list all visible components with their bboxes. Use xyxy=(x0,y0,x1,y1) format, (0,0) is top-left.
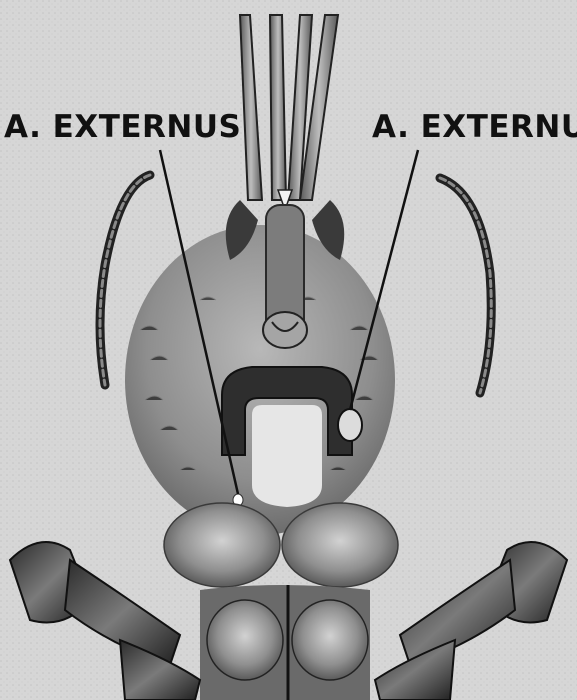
right-spiracle xyxy=(338,409,362,441)
right-lobe xyxy=(282,503,398,587)
left-label: A. EXTERNUS xyxy=(4,112,241,143)
left-lobe xyxy=(164,503,280,587)
right-label: A. EXTERNUS xyxy=(372,112,577,143)
pale-center xyxy=(252,405,322,507)
